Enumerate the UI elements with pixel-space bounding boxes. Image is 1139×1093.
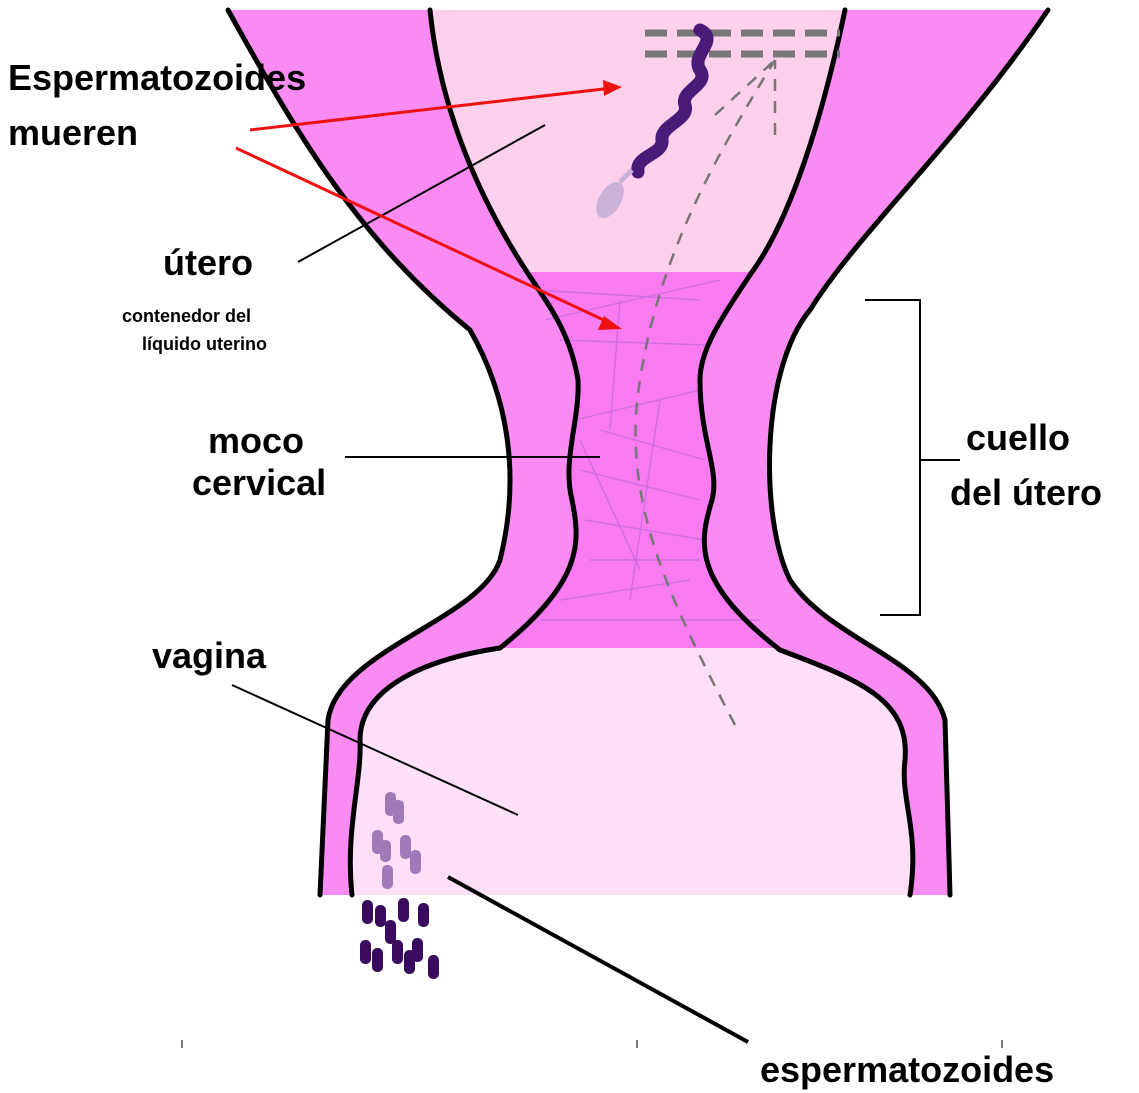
- baseline-ticks: [182, 1040, 1002, 1048]
- uterus-label: útero: [163, 242, 253, 283]
- sperm-cluster-dark-icon: [360, 898, 439, 979]
- vagina-label: vagina: [152, 635, 267, 676]
- cervix-label-line2: del útero: [950, 472, 1102, 513]
- sperm-die-label-line1: Espermatozoides: [8, 57, 306, 98]
- sperm-die-label-line2: mueren: [8, 112, 138, 153]
- mucus-label-line2: cervical: [192, 462, 326, 503]
- mucus-label-line1: moco: [208, 420, 304, 461]
- sperm-label: espermatozoides: [760, 1049, 1054, 1090]
- uterus-note-line1: contenedor del: [122, 306, 251, 326]
- cervix-label-line1: cuello: [966, 417, 1070, 458]
- vagina-cavity: [350, 648, 913, 895]
- cervix-bracket: [865, 300, 960, 615]
- sperm-leader-line: [448, 877, 748, 1042]
- uterus-note-line2: líquido uterino: [142, 334, 267, 354]
